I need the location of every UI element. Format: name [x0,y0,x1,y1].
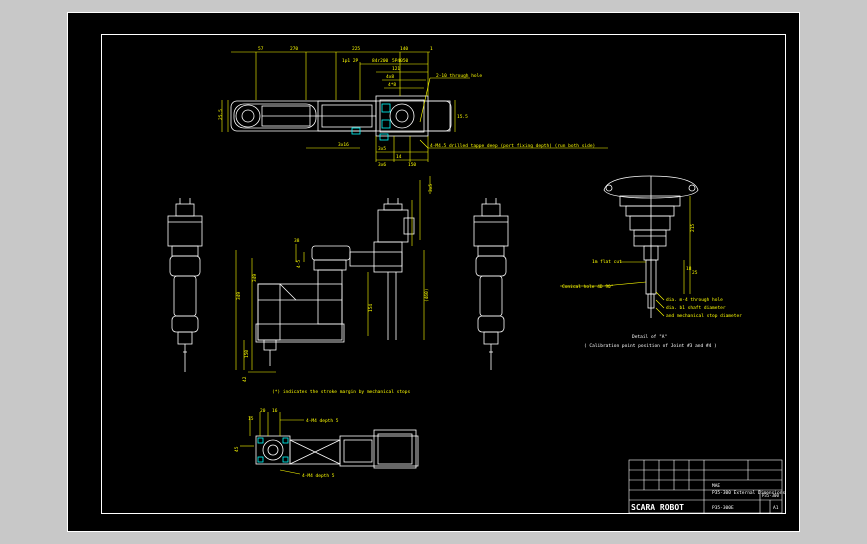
sheet-border [101,34,786,514]
title-block-labels: SCARA ROBOT MAE P35-300 External Dimensi… [631,483,785,512]
top-bot-1: 3x16 [338,142,349,148]
detail-a-view [603,175,699,318]
detail-caption-sub: ( Calibration point position of Joint #3… [584,343,717,349]
canvas-border [67,12,800,532]
shaft-note-3: and mechanical stop diameter [666,313,742,319]
left-side-view [167,198,203,372]
front-view-labels: 349 349 150 42 154 (460) 38 4-5 3x5 (*) … [236,184,434,395]
base-dim-1: 15 [248,416,254,422]
front-small-1: 38 [294,238,300,244]
detail-a-dimensions [560,196,691,317]
top-view-highlights [351,103,391,141]
top-bot-4: 3x6 [378,162,386,168]
front-dim-2: 349 [252,274,258,282]
title-drawing-no: P35-300E [712,505,734,511]
right-side-view [473,198,509,370]
base-dim-4: 4-M4 depth 5 [306,418,339,424]
detail-a-labels: 215 18 25 1m flat cut Conical hole 4D 90… [562,224,742,349]
base-dim-5: 4-M4 depth 5 [302,473,335,479]
detail-dim-2: 25 [692,270,698,276]
title-name-1: MAE [712,483,720,489]
detail-dim-right: 215 [690,224,696,232]
top-bot-5: 150 [408,162,416,168]
top-dim-left: 25.5 [218,109,224,120]
front-dim-1: 349 [236,292,242,300]
shaft-note-2: dia. b1 shaft diameter [666,305,726,311]
front-small-2: 4-5 [296,260,302,268]
top-dim-1: 57 [258,46,264,52]
top-sub-6: 4*8 [388,82,396,88]
flat-cut-label: 1m flat cut [592,259,622,265]
stroke-note: (*) indicates the stroke margin by mecha… [272,389,410,395]
top-view [230,95,452,137]
title-block [628,459,783,514]
shaft-note-1: dia. m-4 through hole [666,297,723,303]
top-bot-2: 3x5 [378,146,386,152]
detail-caption: Detail of "A" [632,334,667,340]
title-logo: SCARA ROBOT [631,503,684,512]
top-dim-5: 1 [430,46,433,52]
top-dim-2: 270 [290,46,298,52]
front-view-dimensions [235,176,431,373]
title-code: P35-300 [762,493,779,498]
top-view-labels: 57 270 225 140 1 1p1 2P 84r200 5P4050 12… [218,46,595,168]
front-dim-4: 42 [242,376,248,382]
base-view-highlights [257,437,289,463]
top-sub-2: 84r200 [372,58,389,64]
top-sub-1: 1p1 2P [342,58,359,64]
base-view-labels: 15 20 16 4-M4 depth 5 4-M4 depth 5 45 [234,408,339,479]
title-sheet: A1 [773,505,779,511]
top-dim-4: 140 [400,46,408,52]
top-sub-5: 4x8 [386,74,394,80]
base-dim-2: 20 [260,408,266,414]
base-view [255,429,419,469]
front-view [255,198,415,366]
top-sub-3: 5P4050 [392,58,409,64]
title-name-2: P35-300 External Dimensions [712,490,785,496]
top-bot-3: 14 [396,154,402,160]
front-dim-3: 150 [244,350,250,358]
base-dim-6: 45 [234,446,240,452]
detail-dim-1: 18 [686,266,692,272]
conical-label: Conical hole 4D 90° [562,284,614,290]
canvas-background [67,12,800,532]
front-dim-5: 154 [368,304,374,312]
front-dim-6: (460) [424,288,430,302]
top-view-dimensions [221,51,608,162]
top-dim-right: 15.5 [457,114,468,120]
hole-note: 2-10 through hole [436,73,482,79]
base-view-dimensions [240,412,304,475]
bottom-note: 4-M4.5 drilled tappe deep (port fixing d… [430,143,595,149]
top-sub-4: 121 [392,66,400,72]
base-dim-3: 16 [272,408,278,414]
top-dim-3: 225 [352,46,360,52]
front-small-3: 3x5 [428,184,434,192]
